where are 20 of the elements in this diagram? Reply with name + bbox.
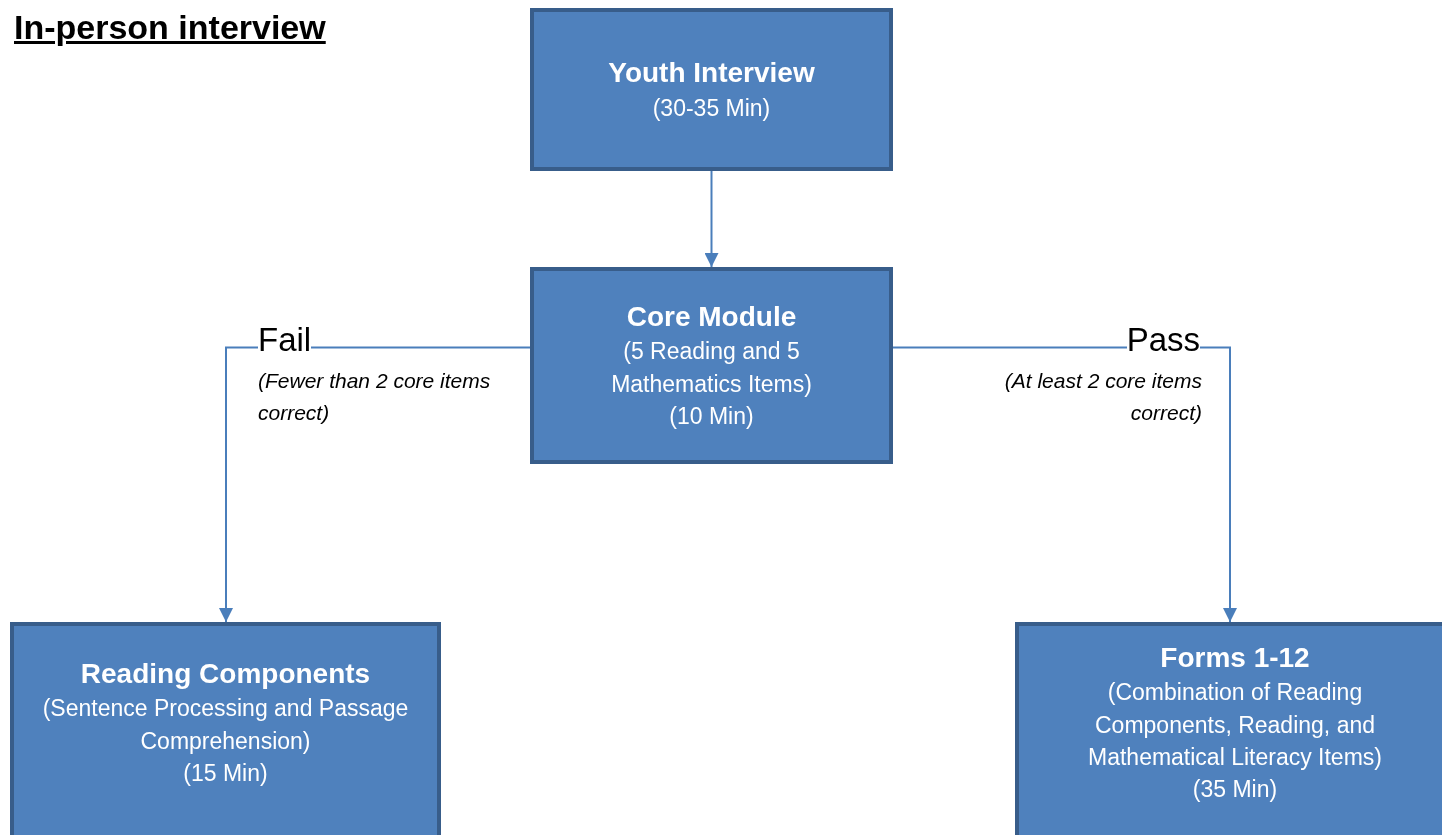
arrow [219, 346, 531, 623]
box-heading: Core Module [626, 300, 797, 334]
box-text: (Sentence Processing and Passage Comprehension) [41, 694, 410, 756]
box-heading: Forms 1-12 [1160, 641, 1310, 675]
box-text: (35 Min) [1192, 774, 1278, 804]
box-text: (10 Min) [669, 401, 754, 431]
box-heading: Youth Interview [608, 56, 815, 91]
box-text: (5 Reading and 5 Mathematics Items) [610, 337, 813, 399]
box-text: (15 Min) [183, 758, 268, 788]
process-box [530, 8, 893, 171]
box-text: (30-35 Min) [652, 93, 771, 123]
arrow [704, 170, 719, 268]
process-box [1015, 622, 1442, 835]
process-box [530, 267, 893, 464]
box-text: (Combination of Reading Components, Reading, and Mathematical Literacy Items) [1087, 678, 1383, 772]
condition-note: (At least 2 core items correct) [1003, 368, 1202, 426]
diagram-title: In-person interview [14, 8, 326, 47]
process-box [10, 622, 441, 835]
condition-note: (Fewer than 2 core items correct) [258, 368, 492, 426]
box-heading: Reading Components [80, 657, 371, 691]
